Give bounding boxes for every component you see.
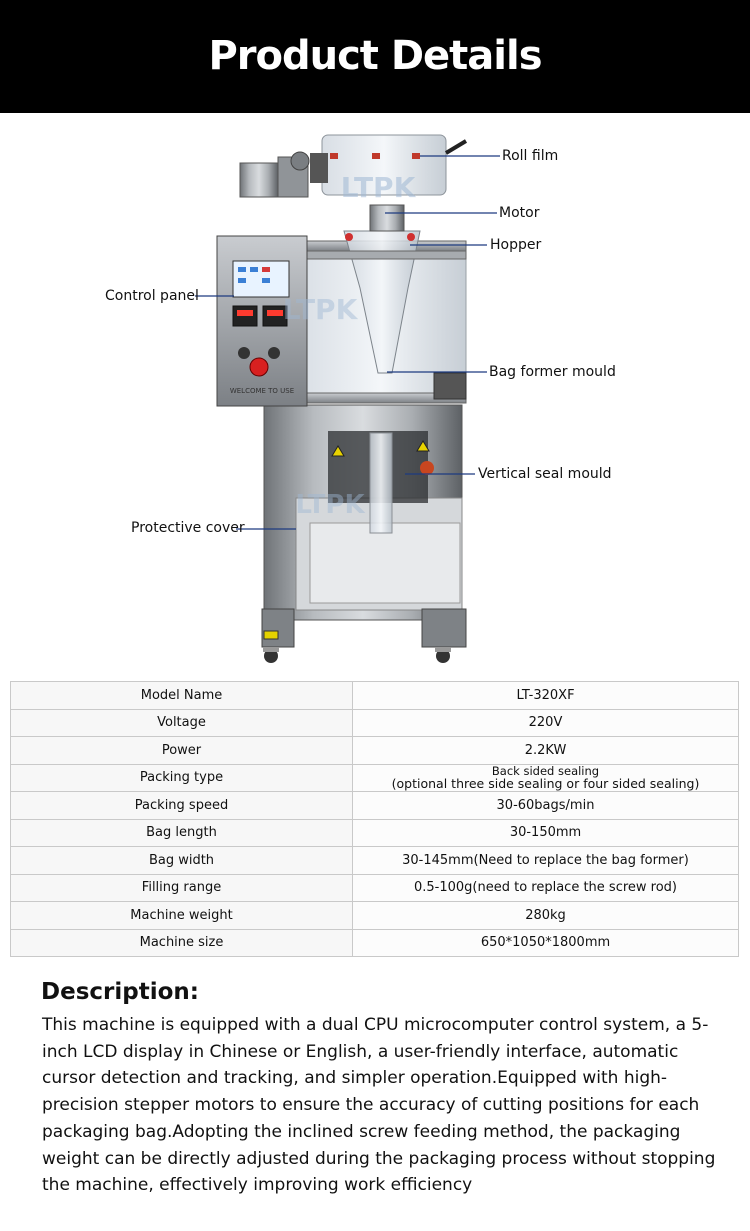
table-row: Machine size 650*1050*1800mm xyxy=(10,928,739,957)
spec-key: Bag length xyxy=(10,818,353,847)
spec-value: 0.5-100g(need to replace the screw rod) xyxy=(352,873,739,902)
spec-value: 30-150mm xyxy=(352,818,739,847)
label-roll-film: Roll film xyxy=(502,148,559,164)
spec-key: Machine weight xyxy=(10,901,353,930)
table-row: Bag length 30-150mm xyxy=(10,818,739,847)
spec-value: Back sided sealing (optional three side … xyxy=(352,763,739,792)
machine-photo: WELCOME TO USE LTPK LTPK LTPK Roll film … xyxy=(0,113,750,673)
hopper-shape xyxy=(343,230,421,374)
watermark-mid: LTPK xyxy=(283,293,359,326)
label-control-panel: Control panel xyxy=(105,288,199,304)
spec-value: 650*1050*1800mm xyxy=(352,928,739,957)
spec-key: Packing type xyxy=(10,763,353,792)
spec-value: LT-320XF xyxy=(352,681,739,710)
spec-key: Model Name xyxy=(10,681,353,710)
table-row: Packing type Back sided sealing (optiona… xyxy=(10,763,739,792)
spec-key: Machine size xyxy=(10,928,353,957)
spec-table: Model Name LT-320XF Voltage 220V Power 2… xyxy=(10,681,739,957)
spec-value: 280kg xyxy=(352,901,739,930)
spec-key: Voltage xyxy=(10,708,353,737)
table-row: Voltage 220V xyxy=(10,708,739,737)
table-row: Bag width 30-145mm(Need to replace the b… xyxy=(10,846,739,875)
table-row: Packing speed 30-60bags/min xyxy=(10,791,739,820)
page-header: Product Details xyxy=(0,0,750,113)
watermark-top: LTPK xyxy=(341,171,417,204)
page-title: Product Details xyxy=(208,33,542,79)
spec-key: Packing speed xyxy=(10,791,353,820)
label-protective-cover: Protective cover xyxy=(131,520,245,536)
spec-value: 30-145mm(Need to replace the bag former) xyxy=(352,846,739,875)
table-row: Power 2.2KW xyxy=(10,736,739,765)
label-motor: Motor xyxy=(499,205,540,221)
label-vertical-seal-mould: Vertical seal mould xyxy=(478,466,612,482)
spec-key: Filling range xyxy=(10,873,353,902)
table-row: Filling range 0.5-100g(need to replace t… xyxy=(10,873,739,902)
packing-type-line-1: Back sided sealing xyxy=(491,764,600,779)
spec-value: 2.2KW xyxy=(352,736,739,765)
label-hopper: Hopper xyxy=(490,237,542,253)
packing-type-line-2: (optional three side sealing or four sid… xyxy=(391,776,700,792)
spec-value: 220V xyxy=(352,708,739,737)
label-bag-former-mould: Bag former mould xyxy=(489,364,616,380)
description-title: Description: xyxy=(41,979,199,1005)
spec-key: Power xyxy=(10,736,353,765)
spec-key: Bag width xyxy=(10,846,353,875)
table-row: Model Name LT-320XF xyxy=(10,681,739,710)
watermark-bottom: LTPK xyxy=(295,490,365,520)
spec-value: 30-60bags/min xyxy=(352,791,739,820)
control-panel-caption: WELCOME TO USE xyxy=(230,387,294,395)
table-row: Machine weight 280kg xyxy=(10,901,739,930)
description-body: This machine is equipped with a dual CPU… xyxy=(42,1015,716,1196)
packing-machine-illustration: WELCOME TO USE LTPK LTPK LTPK xyxy=(195,134,500,663)
